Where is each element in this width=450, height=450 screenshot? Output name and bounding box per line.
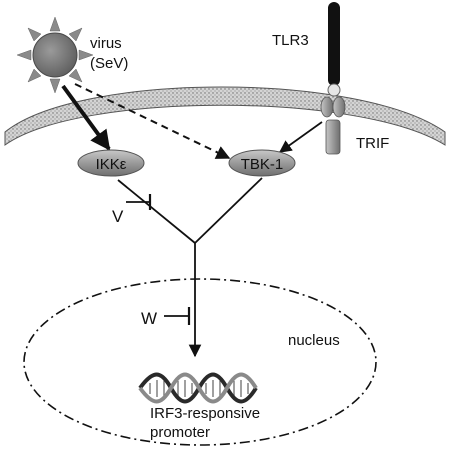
promoter-label-line1: IRF3-responsive	[150, 405, 260, 422]
promoter-label-line2: promoter	[150, 424, 210, 441]
dna-helix-icon	[138, 372, 258, 404]
tbk1-kinase	[228, 149, 296, 177]
tlr3-label: TLR3	[272, 32, 309, 49]
trif-label: TRIF	[356, 135, 389, 152]
virus-to-ikke-arrow	[61, 84, 111, 151]
virus-label-subtype: (SeV)	[90, 55, 128, 72]
virus-icon	[16, 16, 94, 94]
tbk1-label: TBK-1	[241, 156, 284, 173]
v-protein-label: V	[112, 207, 124, 226]
nucleus-envelope	[23, 278, 377, 446]
w-protein-label: W	[141, 309, 157, 328]
tlr3-transmembrane-bead	[327, 83, 341, 97]
ikke-label: IKKε	[96, 156, 127, 173]
trif-adaptor-icon	[320, 96, 346, 155]
nucleus-label: nucleus	[288, 332, 340, 349]
tlr3-receptor-icon	[328, 2, 340, 86]
ikke-kinase	[77, 149, 145, 177]
virus-label: virus	[90, 35, 122, 52]
virus-to-tbk1-dashed-arrow	[74, 83, 231, 159]
ikke-branch-line	[117, 179, 196, 244]
tbk1-branch-line	[194, 177, 263, 244]
trif-to-tbk1-arrow	[278, 121, 323, 153]
